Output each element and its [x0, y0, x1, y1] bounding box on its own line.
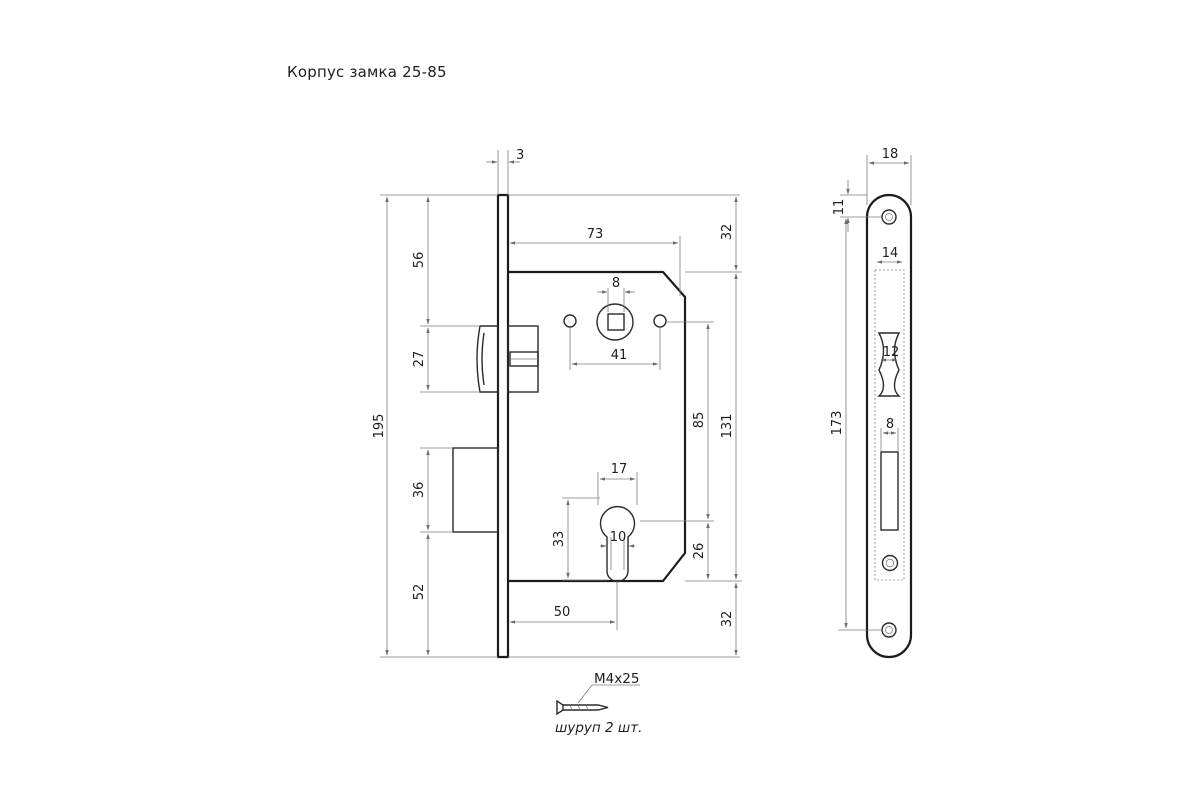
dimensions-top: 3 73 8 41 17 10 33 50 — [486, 148, 740, 658]
dim-backset: 50 — [554, 605, 571, 620]
dimensions-right: 32 85 26 131 32 — [640, 196, 742, 656]
dim-cylinder-height: 33 — [552, 531, 567, 548]
dimensions-strike: 18 11 14 12 8 173 — [830, 147, 912, 631]
dim-cylinder-to-bottom: 26 — [692, 543, 707, 560]
dim-spindle-square: 8 — [612, 276, 620, 291]
dim-strike-length: 173 — [830, 411, 845, 436]
screw-hole-left — [563, 314, 577, 328]
dim-center-distance: 85 — [692, 412, 707, 429]
dim-strike-bolt-opening: 8 — [886, 417, 894, 432]
screw-icon — [556, 699, 609, 716]
cylinder-cutout — [599, 506, 636, 583]
lock-body-view — [452, 193, 687, 659]
lock-case — [508, 270, 687, 583]
screw-spec-label: M4x25 — [594, 671, 639, 687]
dim-cylinder-slot: 10 — [610, 530, 627, 545]
latch-bolt — [476, 325, 539, 393]
strike-screw-middle — [881, 554, 899, 572]
dim-backset-top: 73 — [587, 227, 604, 242]
dim-latch-height: 27 — [412, 351, 427, 368]
dim-bottom-offset: 32 — [720, 611, 735, 628]
dim-body-height: 131 — [720, 414, 735, 439]
strike-screw-top — [881, 209, 897, 225]
dim-strike-top-hole: 11 — [832, 199, 847, 216]
dim-bolt-height: 36 — [412, 482, 427, 499]
faceplate — [496, 193, 510, 659]
screw-hole-right — [653, 314, 667, 328]
strike-plate — [865, 193, 913, 659]
dim-faceplate-thickness: 3 — [516, 148, 524, 163]
dim-strike-width: 18 — [882, 147, 899, 162]
dim-bottom-to-bolt: 52 — [412, 584, 427, 601]
dim-strike-latch-opening: 12 — [883, 345, 900, 360]
spindle-hub — [596, 303, 634, 341]
strike-screw-bottom — [881, 622, 897, 638]
dim-total-height: 195 — [372, 414, 387, 439]
dim-top-offset: 32 — [720, 224, 735, 241]
dim-top-to-latch: 56 — [412, 252, 427, 269]
dimensions-left: 195 56 27 36 52 — [372, 194, 498, 658]
dead-bolt — [452, 447, 499, 533]
strike-bolt-opening — [880, 451, 899, 531]
screw-quantity-note: шуруп 2 шт. — [555, 720, 642, 736]
screw-callout: M4x25 шуруп 2 шт. — [555, 671, 642, 736]
strike-latch-opening — [877, 332, 901, 397]
dim-cylinder-width: 17 — [611, 462, 628, 477]
dim-screw-spacing: 41 — [611, 348, 628, 363]
strike-inner-outline — [874, 269, 905, 581]
dim-strike-inner-width: 14 — [882, 246, 899, 261]
drawing-title: Корпус замка 25-85 — [287, 63, 447, 81]
